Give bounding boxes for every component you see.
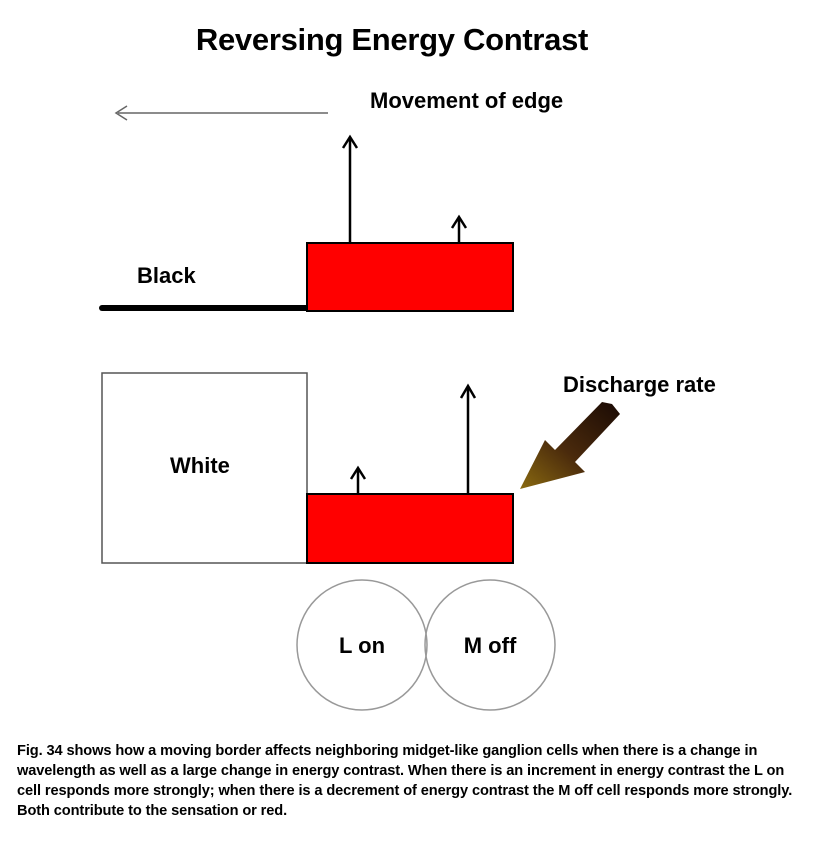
discharge-pointer-icon	[520, 402, 620, 489]
m-off-label: M off	[463, 633, 517, 658]
black-label: Black	[137, 263, 196, 288]
spike-arrow-short-top	[450, 214, 468, 243]
spike-arrow-tall-top	[341, 134, 359, 243]
diagram-title: Reversing Energy Contrast	[195, 22, 589, 57]
movement-label: Movement of edge	[370, 88, 564, 113]
white-label: White	[170, 453, 230, 478]
l-on-circle	[296, 579, 428, 711]
m-off-circle	[424, 579, 556, 711]
white-box	[101, 372, 308, 564]
movement-arrow-icon	[114, 105, 328, 121]
figure-caption: Fig. 34 shows how a moving border affect…	[17, 743, 793, 819]
red-response-bar-top	[306, 242, 514, 312]
spike-arrow-short-bottom	[349, 465, 367, 494]
red-response-bar-bottom	[306, 493, 514, 564]
discharge-rate-label: Discharge rate	[563, 372, 716, 397]
spike-arrow-tall-bottom	[459, 383, 477, 494]
l-on-label: L on	[338, 633, 386, 658]
